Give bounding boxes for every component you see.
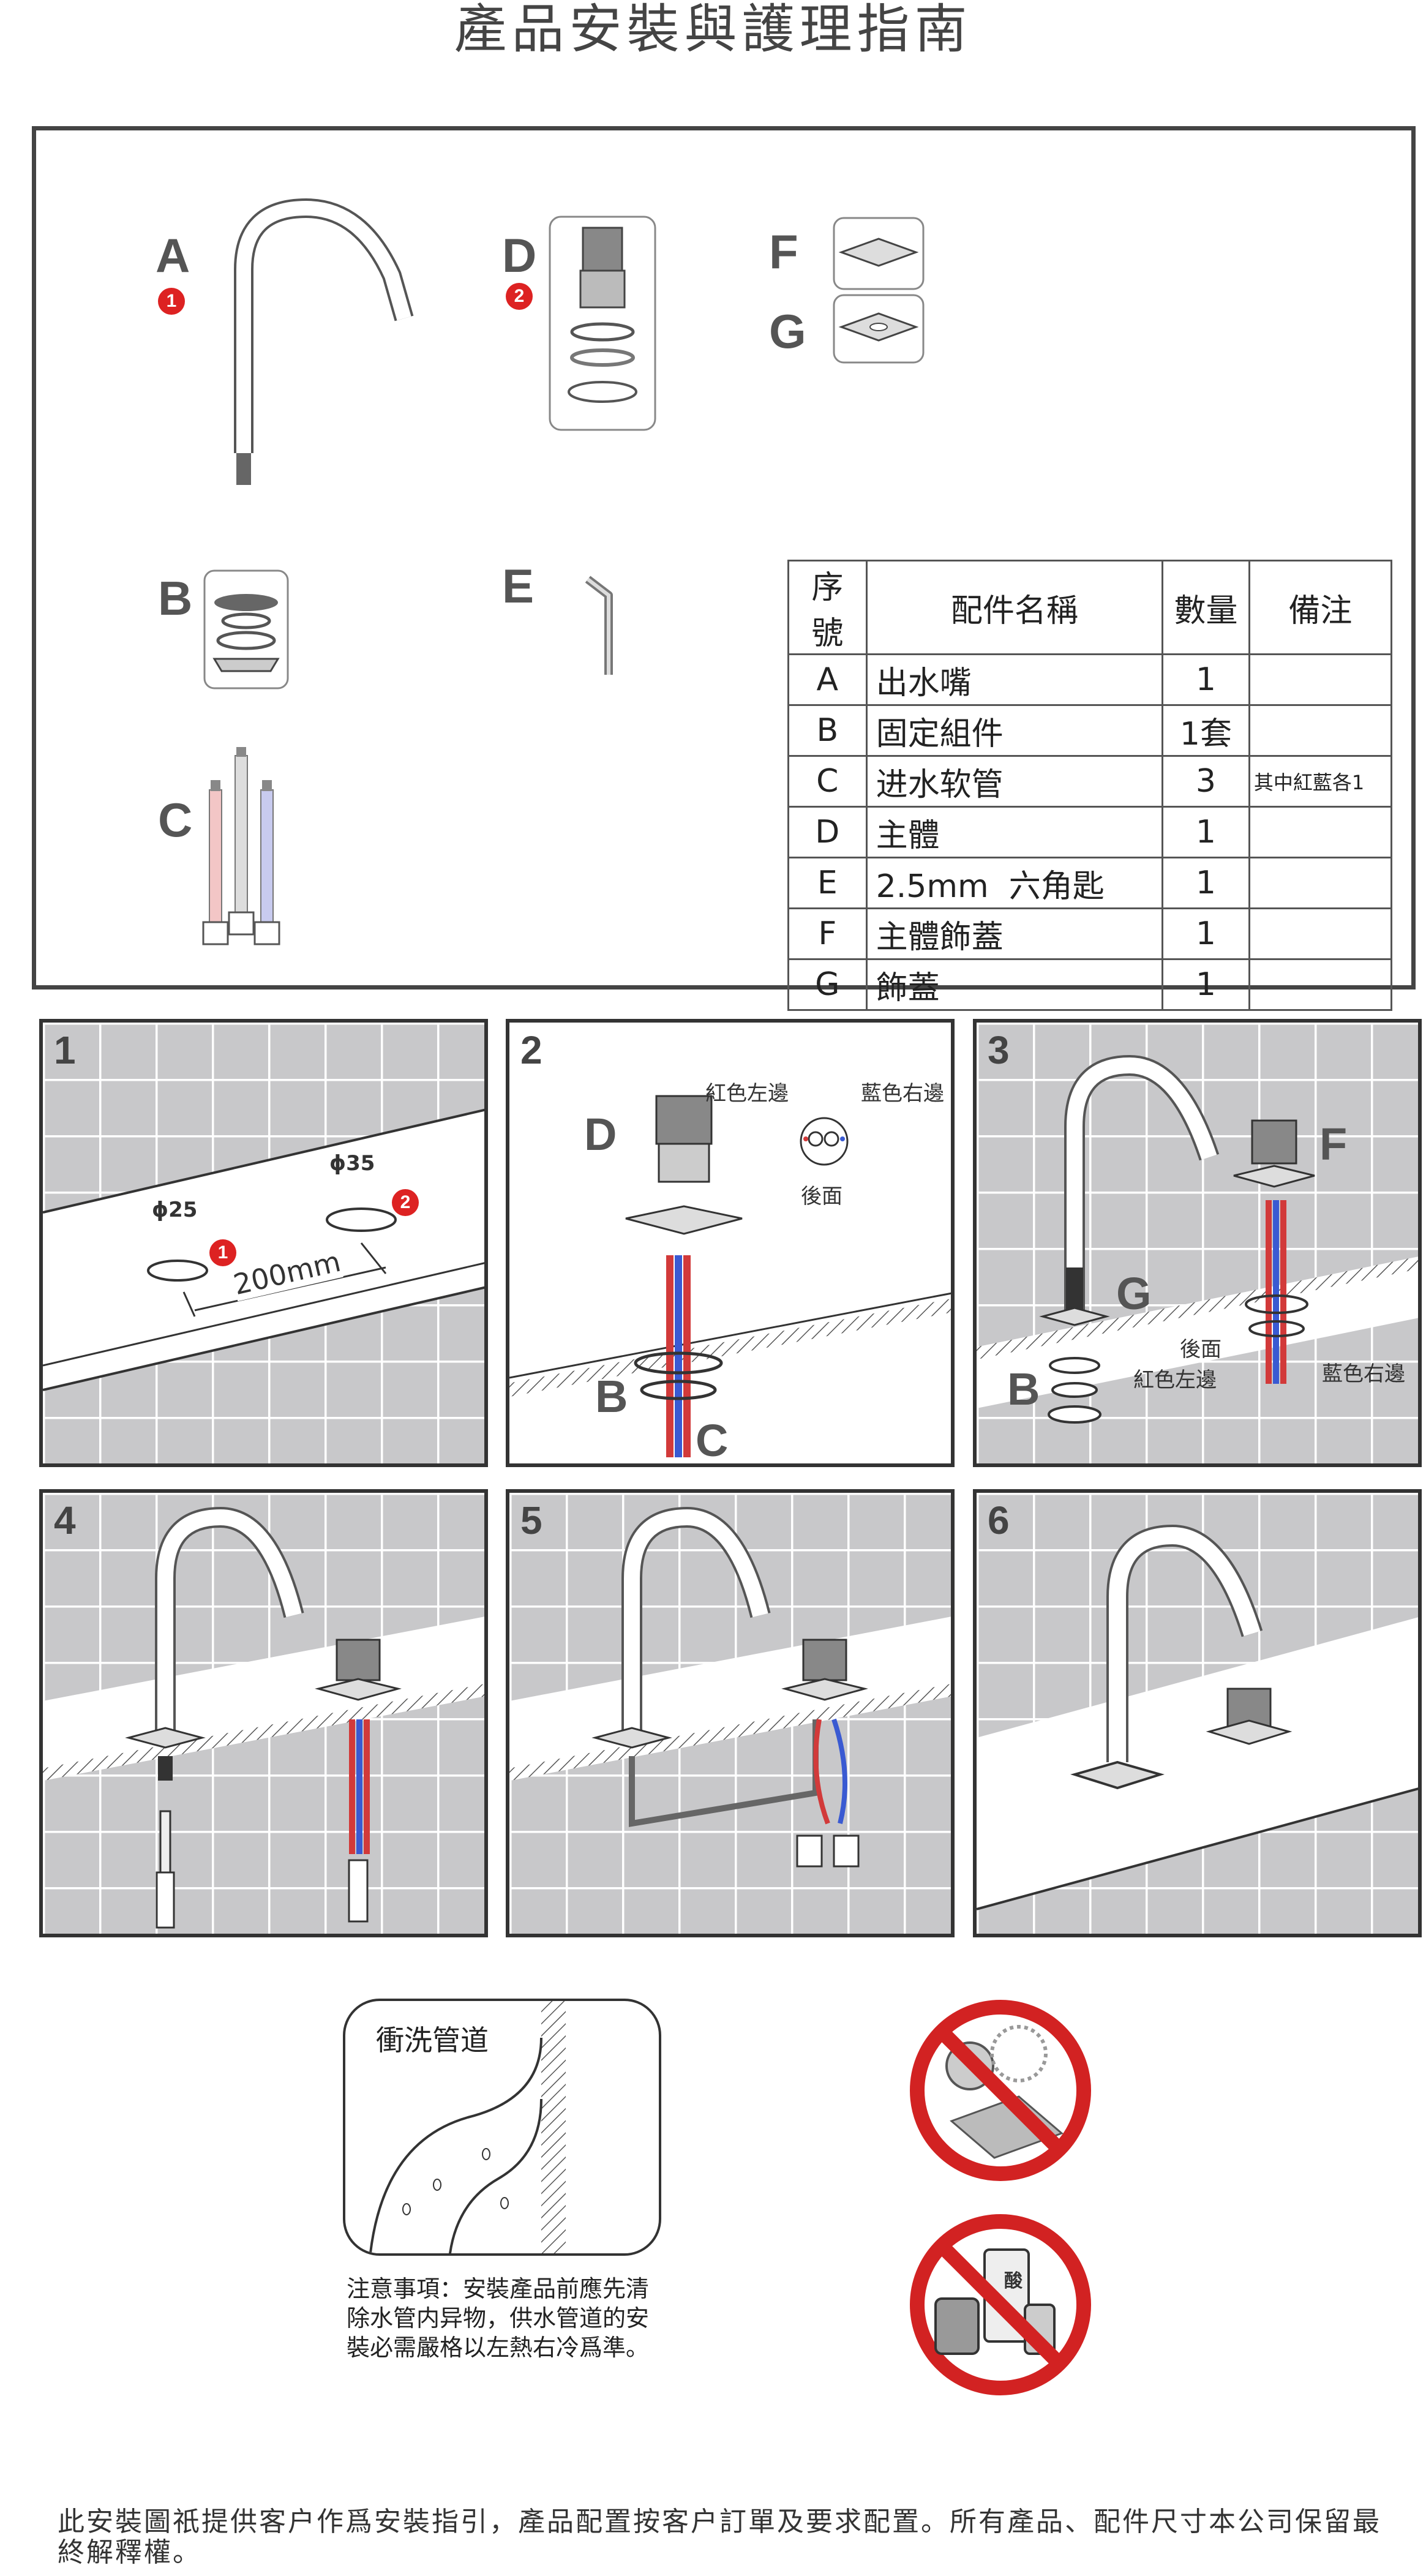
step2-letter-b: B — [595, 1371, 628, 1422]
part-letter-b: B — [158, 571, 193, 625]
row-id: A — [787, 653, 868, 706]
row-name: 主體飾蓋 — [865, 907, 1164, 960]
row-qty: 1 — [1161, 857, 1250, 909]
step-panel-1: 1 ϕ25 ϕ35 1 2 200mm — [39, 1019, 488, 1467]
table-row: F 主體飾蓋 1 — [787, 907, 1393, 960]
row-id: E — [787, 857, 868, 909]
row-note — [1248, 857, 1393, 909]
hole-diameter-25: ϕ25 — [152, 1198, 198, 1222]
step-panel-4: 4 — [39, 1489, 488, 1937]
row-note — [1248, 907, 1393, 960]
row-note: 其中紅藍各1 — [1248, 755, 1393, 808]
row-name: 2.5mm 六角匙 — [865, 857, 1164, 909]
parts-list-box — [32, 126, 1416, 989]
step-number-4: 4 — [54, 1498, 76, 1542]
part-letter-f: F — [769, 225, 798, 279]
acid-label: 酸 — [1004, 2270, 1023, 2292]
step2-red-left: 紅色左邊 — [705, 1081, 789, 1106]
row-qty: 1 — [1161, 907, 1250, 960]
hole-badge-1: 1 — [209, 1239, 236, 1266]
precaution-note: 注意事項：安裝產品前應先清除水管内异物，供水管道的安裝必需嚴格以左熱右冷爲準。 — [347, 2275, 650, 2361]
step-number-2: 2 — [520, 1028, 542, 1072]
step3-letter-f: F — [1319, 1119, 1348, 1170]
row-note — [1248, 704, 1393, 757]
fixing-kit-illustration — [203, 569, 289, 689]
col-header-name: 配件名稱 — [865, 560, 1164, 655]
step3-back: 後面 — [1180, 1337, 1221, 1362]
no-chemical-cleaner-icon — [910, 2214, 1091, 2395]
parts-table: 序號 配件名稱 數量 備注 A 出水嘴 1 B 固定組件 1套 C 进水软管 3… — [787, 560, 1393, 1011]
table-row: D 主體 1 — [787, 806, 1393, 858]
step-number-6: 6 — [988, 1498, 1010, 1542]
step-panel-3: 3 F G B 後面 紅色左邊 藍色右邊 — [973, 1019, 1422, 1467]
no-abrasive-cleaner-icon — [910, 2000, 1091, 2181]
row-id: G — [787, 958, 868, 1011]
row-id: C — [787, 755, 868, 808]
row-name: 固定組件 — [865, 704, 1164, 757]
col-header-qty: 數量 — [1161, 560, 1250, 655]
hole-diameter-35: ϕ35 — [329, 1151, 375, 1176]
hex-key-illustration — [585, 576, 613, 675]
step2-back: 後面 — [801, 1184, 842, 1209]
step3-letter-g: G — [1116, 1268, 1152, 1319]
col-header-note: 備注 — [1248, 560, 1393, 655]
step-number-5: 5 — [520, 1498, 542, 1542]
part-letter-e: E — [502, 559, 535, 613]
step-panel-5: 5 — [506, 1489, 955, 1937]
row-qty: 1 — [1161, 806, 1250, 858]
footer-disclaimer: 此安裝圖祇提供客户作爲安裝指引，產品配置按客户訂單及要求配置。所有產品、配件尺寸… — [58, 2506, 1381, 2568]
row-qty: 1 — [1161, 653, 1250, 706]
row-id: B — [787, 704, 868, 757]
table-row: C 进水软管 3 其中紅藍各1 — [787, 755, 1393, 808]
row-note — [1248, 653, 1393, 706]
table-row: B 固定組件 1套 — [787, 704, 1393, 757]
step2-letter-c: C — [696, 1415, 729, 1466]
spout-illustration — [234, 198, 414, 485]
hole-badge-2: 2 — [392, 1189, 419, 1216]
row-name: 主體 — [865, 806, 1164, 858]
part-badge-2: 2 — [506, 283, 533, 310]
flush-label: 衝洗管道 — [376, 2024, 489, 2057]
row-note — [1248, 958, 1393, 1011]
row-id: D — [787, 806, 868, 858]
step3-blue-right: 藍色右邊 — [1322, 1362, 1405, 1386]
part-letter-a: A — [156, 228, 190, 282]
table-row: E 2.5mm 六角匙 1 — [787, 857, 1393, 909]
row-note — [1248, 806, 1393, 858]
table-header-row: 序號 配件名稱 數量 備注 — [787, 560, 1393, 655]
table-row: A 出水嘴 1 — [787, 653, 1393, 706]
hoses-illustration — [202, 747, 280, 945]
step-number-1: 1 — [54, 1028, 76, 1072]
row-qty: 1 — [1161, 958, 1250, 1011]
valve-body-illustration — [549, 216, 656, 431]
step-number-3: 3 — [988, 1028, 1010, 1072]
row-name: 飾蓋 — [865, 958, 1164, 1011]
row-qty: 1套 — [1161, 704, 1250, 757]
part-letter-g: G — [769, 304, 806, 358]
step-panel-6: 6 — [973, 1489, 1422, 1937]
row-name: 出水嘴 — [865, 653, 1164, 706]
flush-pipe-illustration: 衝洗管道 — [343, 1999, 661, 2256]
part-letter-c: C — [158, 793, 193, 847]
row-name: 进水软管 — [865, 755, 1164, 808]
col-header-id: 序號 — [787, 560, 868, 655]
step-panel-2: 2 紅色左邊 藍色右邊 後面 D B C — [506, 1019, 955, 1467]
table-row: G 飾蓋 1 — [787, 958, 1393, 1011]
step2-blue-right: 藍色右邊 — [861, 1081, 944, 1106]
step3-red-left: 紅色左邊 — [1133, 1368, 1217, 1392]
part-letter-d: D — [502, 228, 537, 282]
step2-letter-d: D — [584, 1109, 617, 1160]
part-badge-1: 1 — [158, 288, 185, 315]
page-title: 產品安裝與護理指南 — [454, 0, 972, 60]
cover-plates-illustration — [833, 217, 925, 364]
row-id: F — [787, 907, 868, 960]
step3-letter-b: B — [1007, 1364, 1040, 1414]
row-qty: 3 — [1161, 755, 1250, 808]
